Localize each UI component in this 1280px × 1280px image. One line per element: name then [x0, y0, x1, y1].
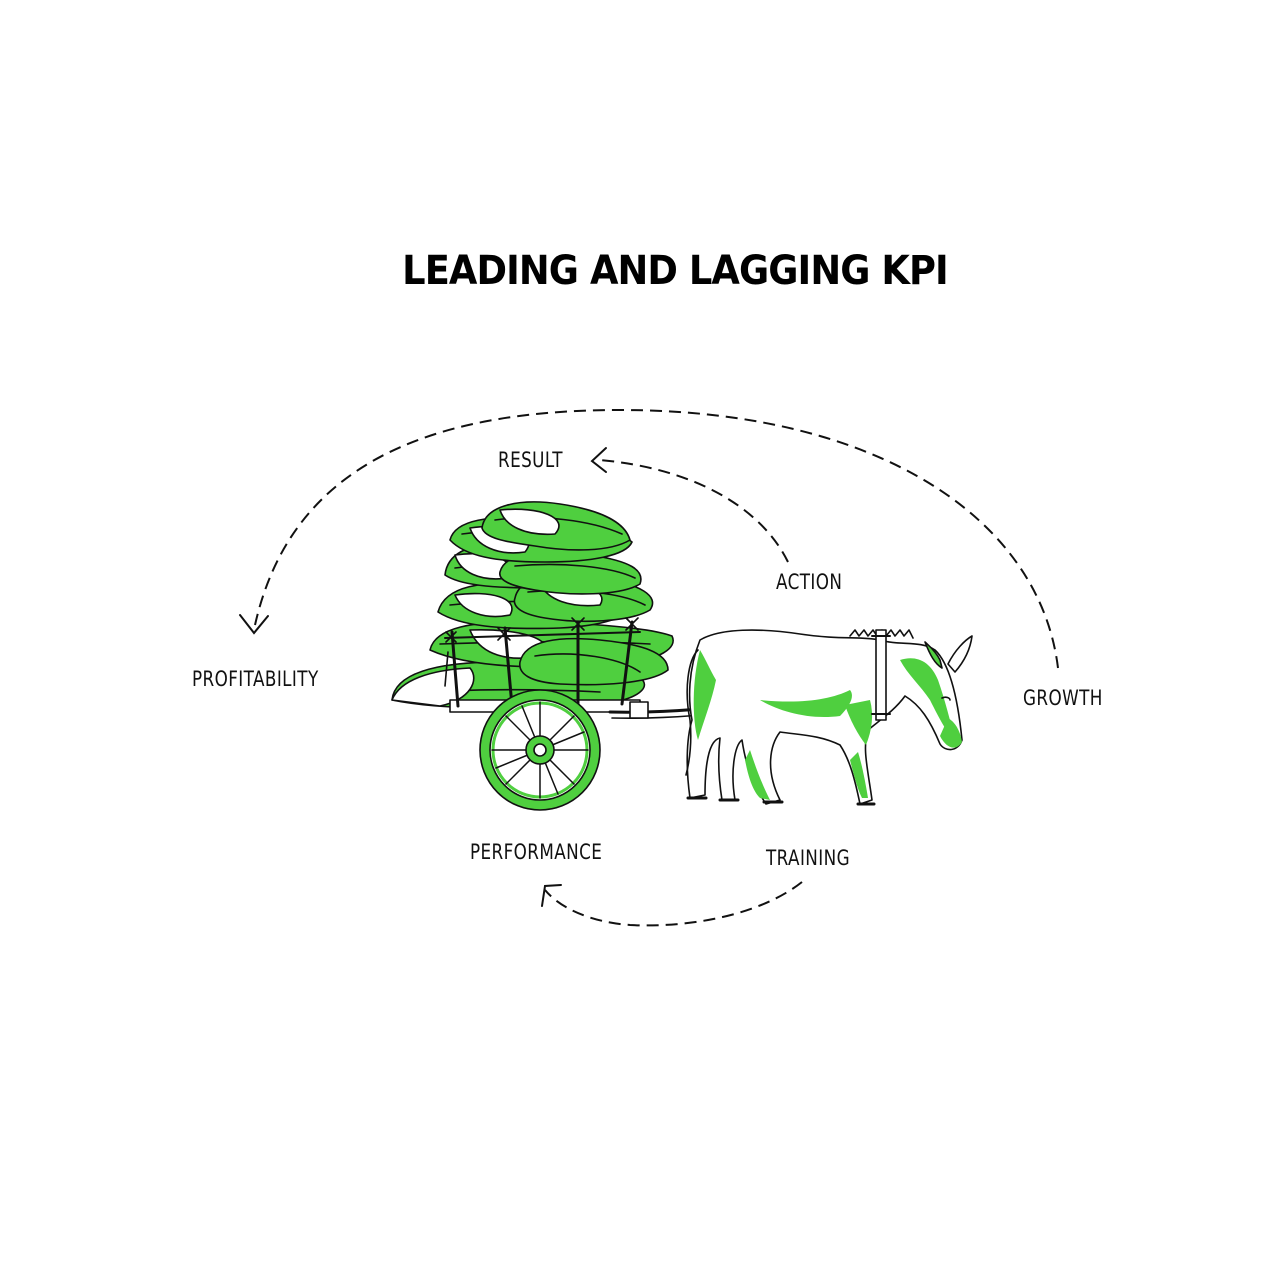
arrowhead-performance-icon — [541, 884, 562, 907]
arrow-growth-to-profitability — [254, 408, 1059, 669]
wheel-icon — [479, 689, 601, 811]
label-result: RESULT — [498, 448, 563, 472]
arrowhead-result-icon — [590, 447, 607, 473]
donkey-icon — [685, 629, 973, 806]
label-training: TRAINING — [766, 846, 851, 870]
donkey-cart-icon — [391, 501, 973, 811]
label-profitability: PROFITABILITY — [192, 667, 319, 691]
arrow-training-to-performance — [544, 881, 803, 927]
sack-icon — [481, 501, 631, 551]
label-action: ACTION — [776, 570, 843, 594]
arrowhead-profitability-icon — [239, 614, 269, 635]
label-performance: PERFORMANCE — [470, 840, 603, 864]
sack-icon — [519, 637, 669, 686]
page-title: LEADING AND LAGGING KPI — [402, 248, 949, 294]
label-growth: GROWTH — [1023, 686, 1103, 710]
arrow-action-to-result — [599, 459, 789, 563]
